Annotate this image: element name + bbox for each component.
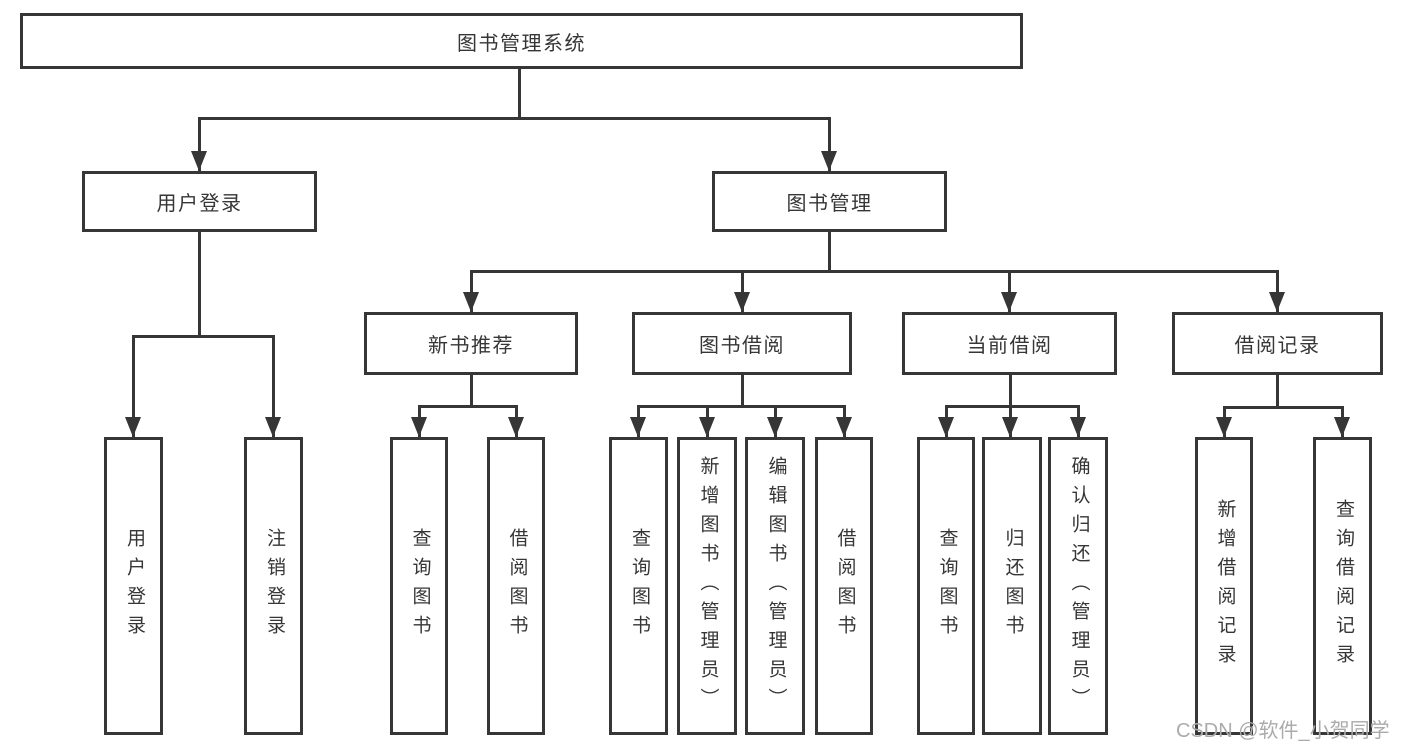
leaf-label: 新增图书（管理员） (697, 455, 719, 717)
connector-line (1276, 271, 1279, 312)
connector-line (1276, 375, 1279, 407)
arrowhead-icon (1269, 292, 1285, 312)
watermark: CSDN @软件_小贺同学 (1176, 720, 1390, 742)
leaf-add-book-admin: 新增图书（管理员） (677, 437, 737, 735)
node-user-login: 用户登录 (82, 171, 317, 232)
connector-line (741, 271, 744, 312)
leaf-edit-book-admin: 编辑图书（管理员） (745, 437, 805, 735)
connector-line (945, 405, 1080, 408)
node-book-management: 图书管理 (712, 171, 947, 232)
arrowhead-icon (411, 417, 427, 437)
leaf-query-books-borrowing: 查询图书 (609, 437, 668, 735)
connector-line (741, 375, 744, 406)
leaf-label: 借阅图书 (834, 528, 856, 644)
connector-line (1008, 271, 1011, 312)
node-new-book-recommend: 新书推荐 (364, 312, 578, 375)
leaf-label: 新增借阅记录 (1214, 499, 1236, 673)
leaf-label: 编辑图书（管理员） (765, 455, 787, 717)
leaf-confirm-return-admin: 确认归还（管理员） (1048, 437, 1108, 735)
leaf-return-books: 归还图书 (982, 437, 1042, 735)
leaf-label: 借阅图书 (506, 528, 528, 644)
arrowhead-icon (938, 417, 954, 437)
leaf-label: 归还图书 (1002, 528, 1024, 644)
leaf-label: 注销登录 (263, 528, 285, 644)
arrowhead-icon (1001, 292, 1017, 312)
connector-line (198, 117, 831, 120)
arrowhead-icon (734, 292, 750, 312)
leaf-label: 查询图书 (409, 528, 431, 644)
connector-line (132, 335, 275, 338)
arrowhead-icon (265, 417, 281, 437)
node-root: 图书管理系统 (20, 13, 1023, 69)
leaf-add-borrow-record: 新增借阅记录 (1195, 437, 1253, 735)
leaf-label: 查询图书 (628, 528, 650, 644)
connector-line (828, 118, 831, 171)
arrowhead-icon (125, 417, 141, 437)
leaf-borrow-books-recommend: 借阅图书 (487, 437, 545, 735)
node-root-label: 图书管理系统 (457, 32, 586, 55)
arrowhead-icon (191, 151, 207, 171)
arrowhead-icon (630, 417, 646, 437)
arrowhead-icon (508, 417, 524, 437)
connector-line (470, 271, 473, 312)
leaf-label: 用户登录 (123, 528, 145, 644)
arrowhead-icon (821, 151, 837, 171)
leaf-user-login: 用户登录 (104, 437, 163, 735)
leaf-label: 查询图书 (936, 528, 958, 644)
connector-line (132, 336, 135, 437)
connector-line (637, 405, 846, 408)
arrowhead-icon (1070, 417, 1086, 437)
arrowhead-icon (1002, 417, 1018, 437)
connector-line (1009, 375, 1012, 406)
leaf-label: 确认归还（管理员） (1068, 455, 1090, 717)
arrowhead-icon (767, 417, 783, 437)
arrowhead-icon (836, 417, 852, 437)
arrowhead-icon (463, 292, 479, 312)
connector-line (1223, 406, 1344, 409)
leaf-label: 查询借阅记录 (1332, 499, 1354, 673)
node-current-borrowing: 当前借阅 (902, 312, 1117, 375)
node-book-borrowing: 图书借阅 (632, 312, 852, 375)
leaf-logout: 注销登录 (244, 437, 303, 735)
arrowhead-icon (1334, 417, 1350, 437)
connector-line (470, 270, 1279, 273)
node-label: 用户登录 (156, 193, 243, 215)
connector-line (198, 118, 201, 171)
node-label: 当前借阅 (966, 335, 1053, 357)
connector-line (518, 69, 521, 119)
node-label: 借阅记录 (1234, 335, 1321, 357)
node-label: 图书管理 (786, 193, 873, 215)
arrowhead-icon (699, 417, 715, 437)
connector-line (470, 375, 473, 406)
node-borrow-records: 借阅记录 (1172, 312, 1383, 375)
arrowhead-icon (1216, 417, 1232, 437)
leaf-query-books-current: 查询图书 (917, 437, 975, 735)
node-label: 新书推荐 (428, 335, 514, 357)
connector-line (828, 232, 831, 271)
connector-line (272, 336, 275, 437)
leaf-query-books-recommend: 查询图书 (390, 437, 448, 735)
node-label: 图书借阅 (699, 335, 785, 357)
leaf-query-borrow-record: 查询借阅记录 (1313, 437, 1372, 735)
connector-line (198, 232, 201, 336)
connector-line (418, 405, 518, 408)
leaf-borrow-books: 借阅图书 (815, 437, 873, 735)
